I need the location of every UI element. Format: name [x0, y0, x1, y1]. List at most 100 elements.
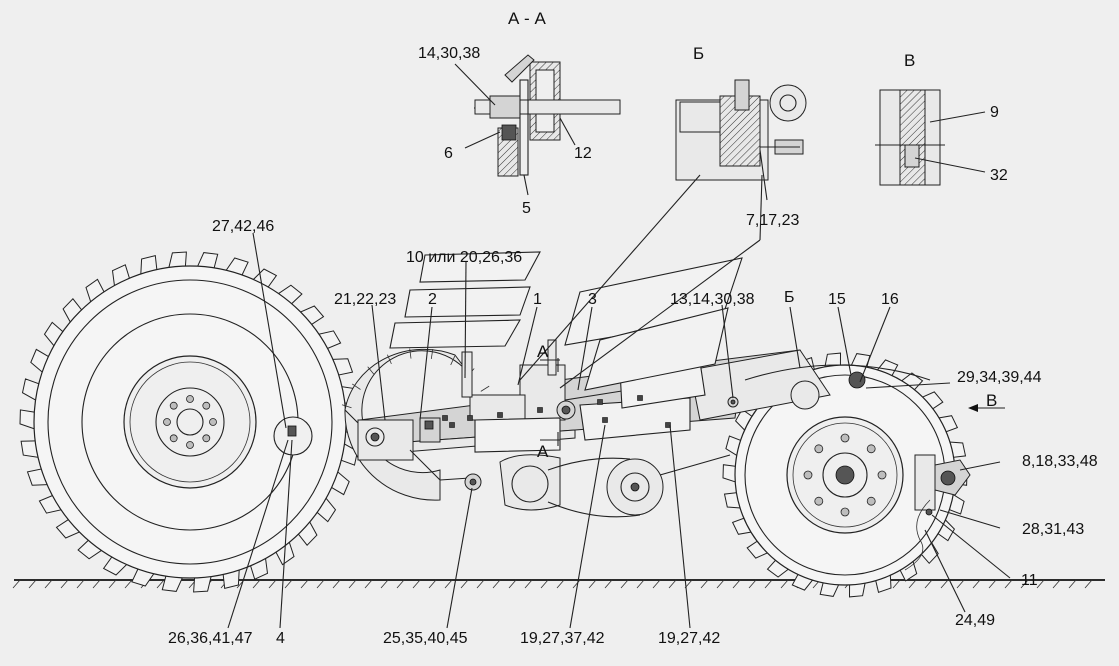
- ground-hatch-line: [924, 579, 933, 589]
- label-25-35-40-45: 25,35,40,45: [383, 630, 468, 647]
- beam-bolt: [537, 407, 543, 413]
- ground-hatch-line: [588, 579, 597, 589]
- ground-hatch-line: [636, 579, 645, 589]
- hub-bolt: [169, 434, 178, 443]
- ground-hatch-line: [380, 579, 389, 589]
- ground-hatch-line: [1036, 579, 1045, 589]
- ground-hatch-line: [940, 579, 949, 589]
- drum-tooth: [430, 348, 434, 359]
- ground-hatch-line: [44, 579, 53, 589]
- ground-hatch-line: [1068, 579, 1077, 589]
- label-4: 4: [276, 630, 285, 647]
- ground-hatch-line: [332, 579, 341, 589]
- hub-bolt: [209, 418, 217, 426]
- beam-bolt: [442, 415, 448, 421]
- ground-hatch-line: [780, 579, 789, 589]
- ground-hatch-line: [556, 579, 565, 589]
- label-14-30-38: 14,30,38: [418, 45, 480, 62]
- leader-lines: [227, 63, 1011, 629]
- rear-wheel-left: [19, 251, 361, 593]
- ground-hatch-line: [908, 579, 917, 589]
- beam-bolt: [597, 399, 603, 405]
- label-28-31-43: 28,31,43: [1022, 521, 1084, 538]
- ground-hatch-line: [284, 579, 293, 589]
- label-8-18-33-48: 8,18,33,48: [1022, 453, 1098, 470]
- label-19-27-37-42: 19,27,37,42: [520, 630, 605, 647]
- ground-hatch-line: [652, 579, 661, 589]
- ground-hatch-line: [300, 579, 309, 589]
- hub-bolt: [202, 434, 211, 443]
- label-15: 15: [828, 291, 846, 308]
- ground-hatch-line: [620, 579, 629, 589]
- drum-tooth: [367, 366, 375, 375]
- ground-hatch-line: [892, 579, 901, 589]
- label-29-34-39-44: 29,34,39,44: [957, 369, 1042, 386]
- drum-tooth: [480, 385, 490, 392]
- hub-bolt: [840, 507, 850, 517]
- front-wheel-right: [722, 352, 968, 598]
- label-3: 3: [588, 291, 597, 308]
- ground-hatch-line: [1084, 579, 1093, 589]
- ground-hatch-line: [572, 579, 581, 589]
- label-10-20-26-36: 10 или 20,26,36: [406, 249, 522, 266]
- ground-hatch-line: [108, 579, 117, 589]
- label-21-22-23: 21,22,23: [334, 291, 396, 308]
- ground-hatch-line: [12, 579, 21, 589]
- drum-tooth: [351, 383, 361, 390]
- drum-tooth: [387, 354, 392, 365]
- ground-hatch-line: [476, 579, 485, 589]
- beam-bolt: [602, 417, 608, 423]
- ground-hatch-line: [268, 579, 277, 589]
- ground-hatch-line: [428, 579, 437, 589]
- label-13-14-30-38: 13,14,30,38: [670, 291, 755, 308]
- ground-hatch-line: [444, 579, 453, 589]
- hub-bolt: [186, 441, 194, 449]
- hub-bolt: [866, 496, 876, 506]
- ground-hatch-line: [716, 579, 725, 589]
- label-arrow-v: В: [986, 391, 997, 410]
- ground-hatch-line: [60, 579, 69, 589]
- hub-bolt: [163, 418, 171, 426]
- label-24-49: 24,49: [955, 612, 995, 629]
- drum-tooth: [409, 348, 412, 359]
- hub-bolts-left: [163, 395, 217, 449]
- ground-hatch-line: [156, 579, 165, 589]
- hub-bolt: [186, 395, 194, 403]
- label-9: 9: [990, 104, 999, 121]
- ground-hatch-line: [988, 579, 997, 589]
- detail-view-b: [675, 79, 807, 181]
- ground-hatch-line: [348, 579, 357, 589]
- ground-hatch-line: [540, 579, 549, 589]
- hub-bolt: [814, 444, 824, 454]
- ground-hatch-line: [1004, 579, 1013, 589]
- ground-hatch-line: [396, 579, 405, 589]
- hub-cap-4: [273, 416, 313, 456]
- ground-hatch-line: [28, 579, 37, 589]
- ground-hatch-line: [252, 579, 261, 589]
- label-12: 12: [574, 145, 592, 162]
- ground-hatch-line: [764, 579, 773, 589]
- middle-drum: [341, 348, 499, 501]
- label-5: 5: [522, 200, 531, 217]
- label-1: 1: [533, 291, 542, 308]
- ground-hatch-line: [668, 579, 677, 589]
- beam-bolt: [467, 415, 473, 421]
- ground-hatch-line: [508, 579, 517, 589]
- ground-hatch-line: [732, 579, 741, 589]
- label-32: 32: [990, 167, 1008, 184]
- beam-bolt: [449, 422, 455, 428]
- drum-tooth: [341, 404, 352, 409]
- label-6: 6: [444, 145, 453, 162]
- hub-bolt: [169, 401, 178, 410]
- drum-tooth: [450, 355, 456, 366]
- ground-hatch-line: [76, 579, 85, 589]
- labels: А - А Б В 14,30,38 6 12 5 7,17,23 9 32 2…: [168, 9, 1098, 647]
- detail-view-v: [875, 89, 945, 186]
- ground-hatch-line: [604, 579, 613, 589]
- title-view-v: В: [904, 51, 915, 70]
- ground-hatch-line: [460, 579, 469, 589]
- ground-hatch-line: [700, 579, 709, 589]
- label-2: 2: [428, 291, 437, 308]
- ground-hatch-line: [124, 579, 133, 589]
